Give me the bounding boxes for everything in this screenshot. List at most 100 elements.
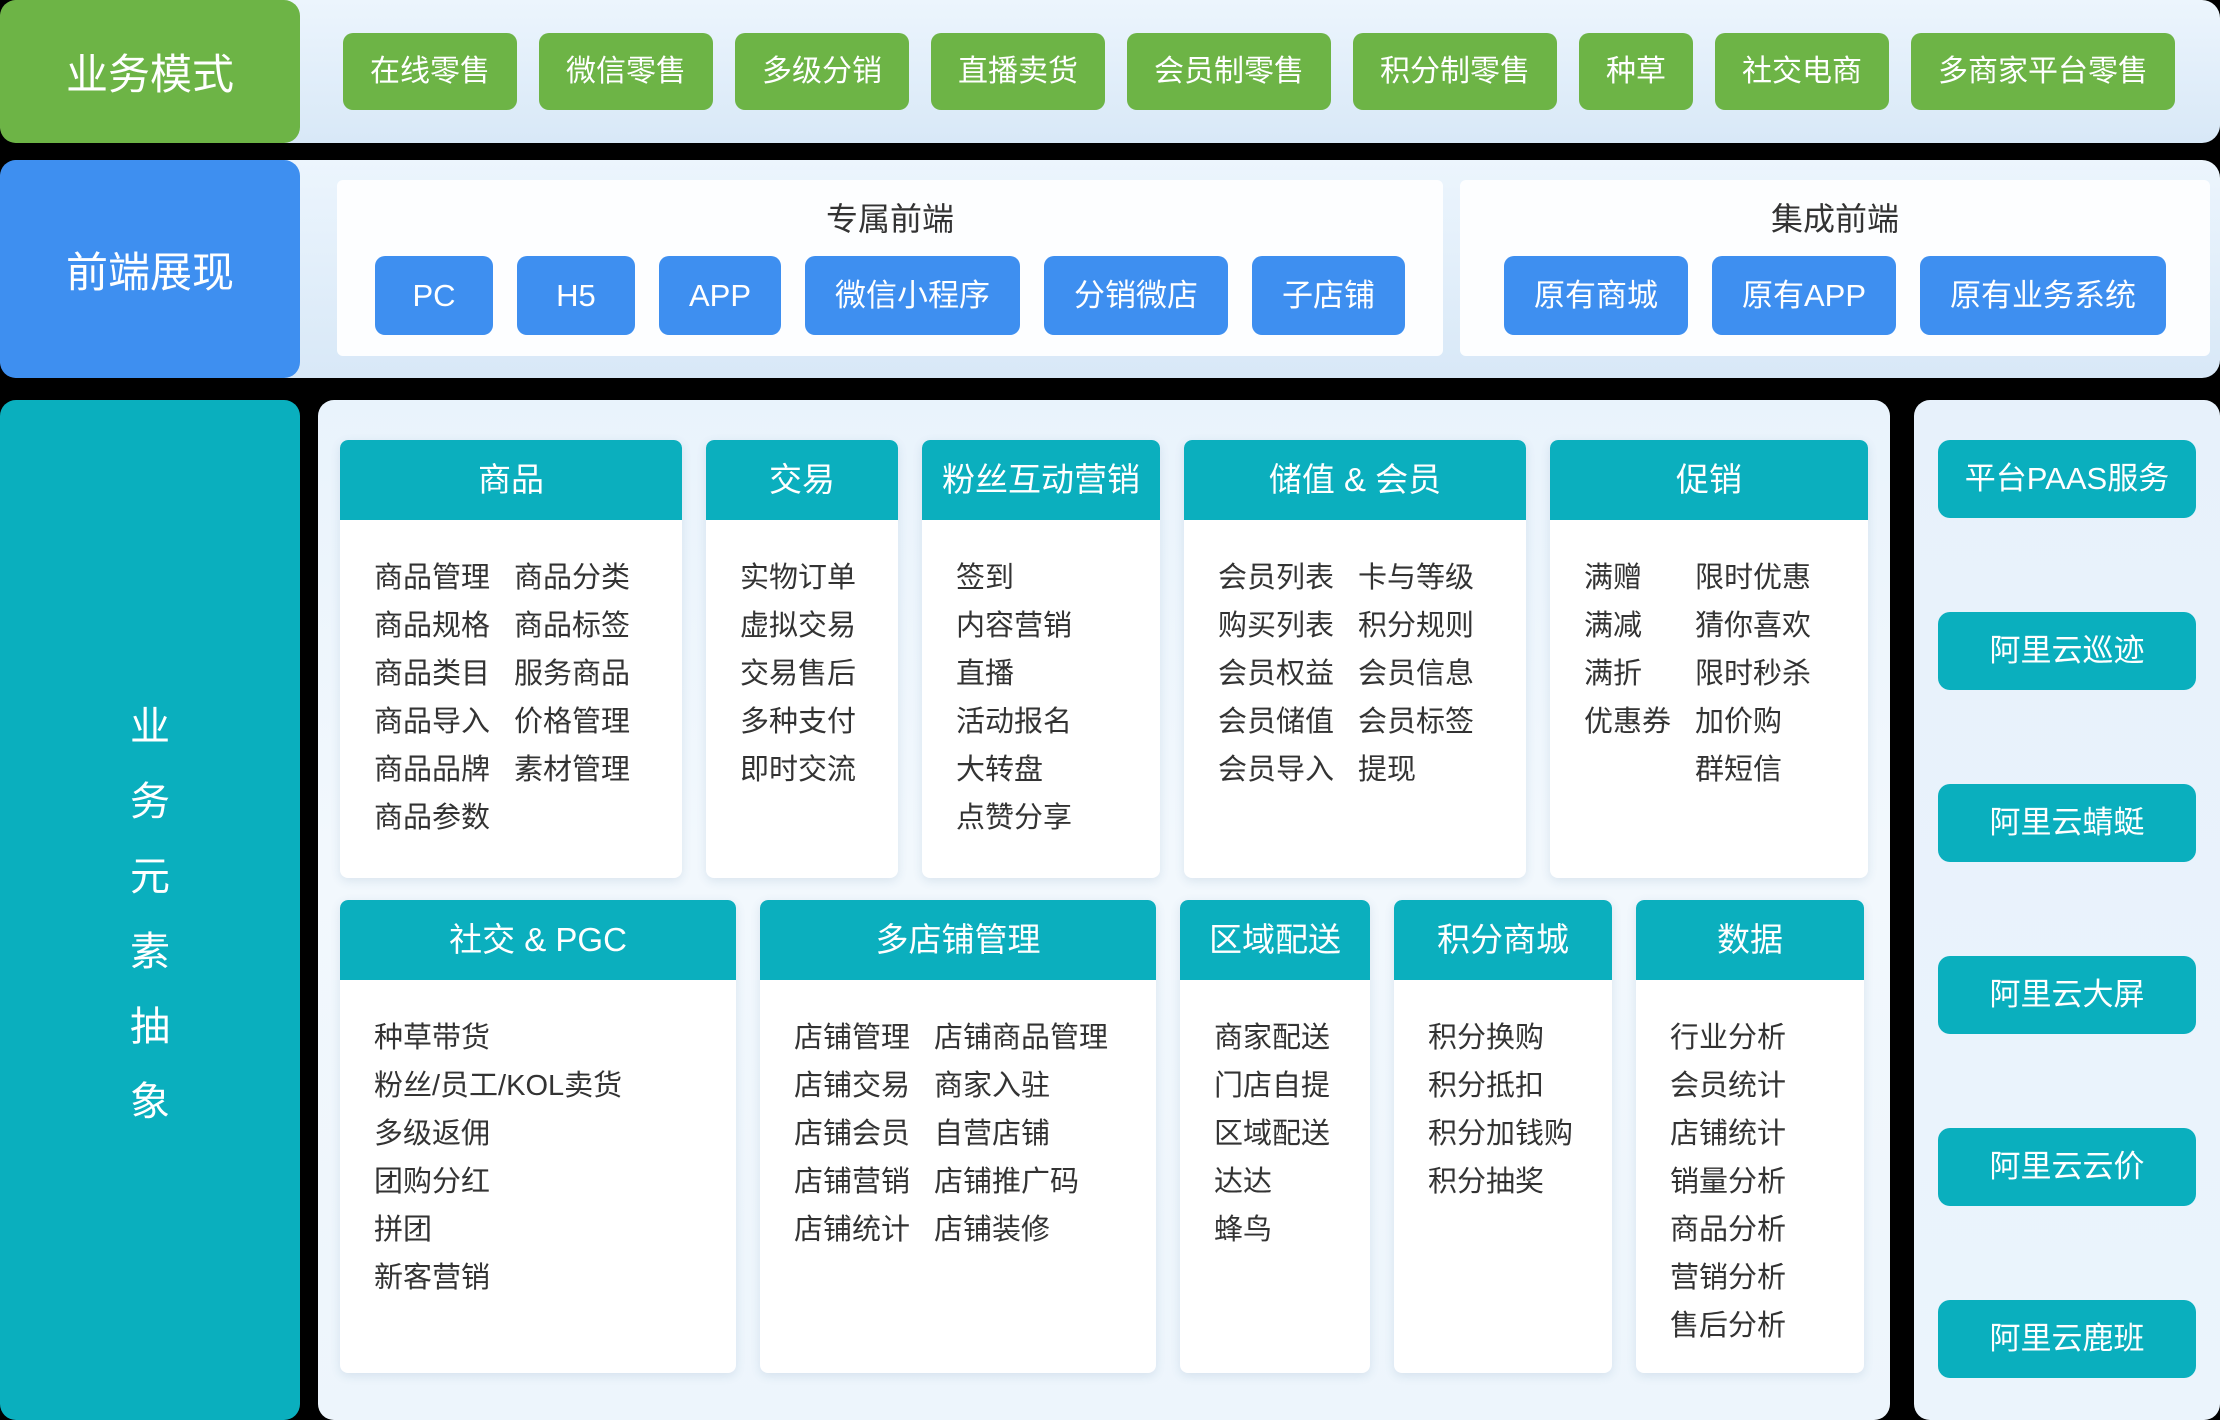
feature-item: 会员统计 [1670,1070,1787,1102]
feature-item: 店铺会员 [794,1118,911,1150]
feature-item: 自营店铺 [934,1118,1051,1150]
paas-panel: 平台PAAS服务阿里云巡迹阿里云蜻蜓阿里云大屏阿里云云价阿里云鹿班 [1914,400,2220,1420]
business-mode-chip: 多级分销 [735,33,909,110]
card-header: 区域配送 [1180,900,1370,980]
feature-item: 行业分析 [1670,1022,1787,1054]
feature-item: 商品参数 [374,802,491,834]
card-header: 多店铺管理 [760,900,1156,980]
feature-item: 店铺商品管理 [934,1022,1109,1054]
dedicated-frontend-chip: H5 [516,256,635,335]
business-mode-chip: 积分制零售 [1353,33,1557,110]
abstraction-label-char: 抽 [130,1004,170,1049]
abstraction-label: 业务元素抽象 [0,400,300,1420]
feature-item: 会员储值 [1218,706,1335,738]
feature-item: 店铺推广码 [934,1166,1080,1198]
feature-item: 多级返佣 [374,1118,491,1150]
card-column: 行业分析会员统计店铺统计销量分析商品分析营销分析售后分析 [1670,1014,1786,1350]
dedicated-frontend-title: 专属前端 [825,201,954,237]
card-body: 店铺管理店铺交易店铺会员店铺营销店铺统计店铺商品管理商家入驻自营店铺店铺推广码店… [760,980,1156,1254]
feature-item: 积分抵扣 [1428,1070,1545,1102]
feature-card: 商品 商品管理商品规格商品类目商品导入商品品牌商品参数商品分类商品标签服务商品价… [340,440,682,878]
feature-item: 店铺统计 [1670,1118,1787,1150]
feature-card: 数据 行业分析会员统计店铺统计销量分析商品分析营销分析售后分析 [1636,900,1864,1373]
feature-item: 实物订单 [740,562,857,594]
feature-item: 区域配送 [1214,1118,1331,1150]
business-modes-band: 业务模式 在线零售微信零售多级分销直播卖货会员制零售积分制零售种草社交电商多商家… [0,0,2220,143]
feature-item: 商品类目 [374,658,491,690]
card-body: 积分换购积分抵扣积分加钱购积分抽奖 [1394,980,1612,1206]
feature-item: 卡与等级 [1358,562,1475,594]
frontend-label: 前端展现 [0,160,300,378]
card-header: 商品 [340,440,682,520]
feature-item: 会员导入 [1218,754,1335,786]
card-column: 卡与等级积分规则会员信息会员标签提现 [1358,554,1474,794]
feature-item: 商品品牌 [374,754,491,786]
feature-item: 直播 [956,658,1015,690]
feature-item: 多种支付 [740,706,857,738]
feature-item: 会员列表 [1218,562,1335,594]
card-column: 商家配送门店自提区域配送达达蜂鸟 [1214,1014,1330,1254]
paas-service-button: 阿里云云价 [1938,1128,2196,1206]
card-body: 签到内容营销直播活动报名大转盘点赞分享 [922,520,1160,842]
feature-item: 门店自提 [1214,1070,1331,1102]
feature-item: 内容营销 [956,610,1073,642]
business-mode-chip: 微信零售 [539,33,713,110]
card-body: 商品管理商品规格商品类目商品导入商品品牌商品参数商品分类商品标签服务商品价格管理… [340,520,682,842]
feature-item: 大转盘 [956,754,1044,786]
card-body: 商家配送门店自提区域配送达达蜂鸟 [1180,980,1370,1254]
feature-item: 积分抽奖 [1428,1166,1545,1198]
card-body: 种草带货粉丝/员工/KOL卖货多级返佣团购分红拼团新客营销 [340,980,736,1302]
feature-item: 店铺营销 [794,1166,911,1198]
feature-item: 积分规则 [1358,610,1475,642]
card-column: 店铺管理店铺交易店铺会员店铺营销店铺统计 [794,1014,910,1254]
card-column: 签到内容营销直播活动报名大转盘点赞分享 [956,554,1072,842]
card-header: 积分商城 [1394,900,1612,980]
abstraction-band: 业务元素抽象 商品 商品管理商品规格商品类目商品导入商品品牌商品参数商品分类商品… [0,400,2220,1420]
feature-card: 积分商城 积分换购积分抵扣积分加钱购积分抽奖 [1394,900,1612,1373]
feature-item: 限时优惠 [1695,562,1812,594]
card-body: 会员列表购买列表会员权益会员储值会员导入卡与等级积分规则会员信息会员标签提现 [1184,520,1526,794]
card-header: 粉丝互动营销 [922,440,1160,520]
card-header: 数据 [1636,900,1864,980]
feature-item: 积分加钱购 [1428,1118,1574,1150]
feature-item: 粉丝/员工/KOL卖货 [374,1070,623,1102]
feature-item: 满折 [1584,658,1643,690]
card-column: 商品管理商品规格商品类目商品导入商品品牌商品参数 [374,554,490,842]
feature-item: 满赠 [1584,562,1643,594]
card-column: 积分换购积分抵扣积分加钱购积分抽奖 [1428,1014,1573,1206]
feature-item: 种草带货 [374,1022,491,1054]
card-column: 种草带货粉丝/员工/KOL卖货多级返佣团购分红拼团新客营销 [374,1014,622,1302]
feature-item: 商品管理 [374,562,491,594]
card-column: 满赠满减满折优惠券 [1584,554,1671,794]
feature-item: 猜你喜欢 [1695,610,1812,642]
feature-item: 活动报名 [956,706,1073,738]
feature-item: 店铺装修 [934,1214,1051,1246]
feature-card: 粉丝互动营销 签到内容营销直播活动报名大转盘点赞分享 [922,440,1160,878]
feature-item: 商品分类 [514,562,631,594]
card-header: 社交 & PGC [340,900,736,980]
business-mode-chip: 在线零售 [343,33,517,110]
abstraction-label-char: 素 [130,929,170,974]
integrated-frontend-chip: 原有APP [1711,256,1897,335]
feature-item: 店铺管理 [794,1022,911,1054]
feature-item: 店铺统计 [794,1214,911,1246]
abstraction-label-char: 象 [130,1079,170,1124]
card-column: 会员列表购买列表会员权益会员储值会员导入 [1218,554,1334,794]
paas-service-button: 阿里云鹿班 [1938,1300,2196,1378]
feature-card: 交易 实物订单虚拟交易交易售后多种支付即时交流 [706,440,898,878]
abstraction-panel: 商品 商品管理商品规格商品类目商品导入商品品牌商品参数商品分类商品标签服务商品价… [318,400,1890,1420]
card-body: 实物订单虚拟交易交易售后多种支付即时交流 [706,520,898,794]
cards-row-top: 商品 商品管理商品规格商品类目商品导入商品品牌商品参数商品分类商品标签服务商品价… [340,440,1868,878]
business-mode-chip: 多商家平台零售 [1911,33,2175,110]
feature-item: 交易售后 [740,658,857,690]
card-header: 储值 & 会员 [1184,440,1526,520]
feature-card: 多店铺管理 店铺管理店铺交易店铺会员店铺营销店铺统计店铺商品管理商家入驻自营店铺… [760,900,1156,1373]
feature-item: 会员信息 [1358,658,1475,690]
integrated-frontend-title: 集成前端 [1770,201,1899,237]
business-modes-label: 业务模式 [0,0,300,143]
card-header: 交易 [706,440,898,520]
feature-item: 即时交流 [740,754,857,786]
feature-item: 商家入驻 [934,1070,1051,1102]
